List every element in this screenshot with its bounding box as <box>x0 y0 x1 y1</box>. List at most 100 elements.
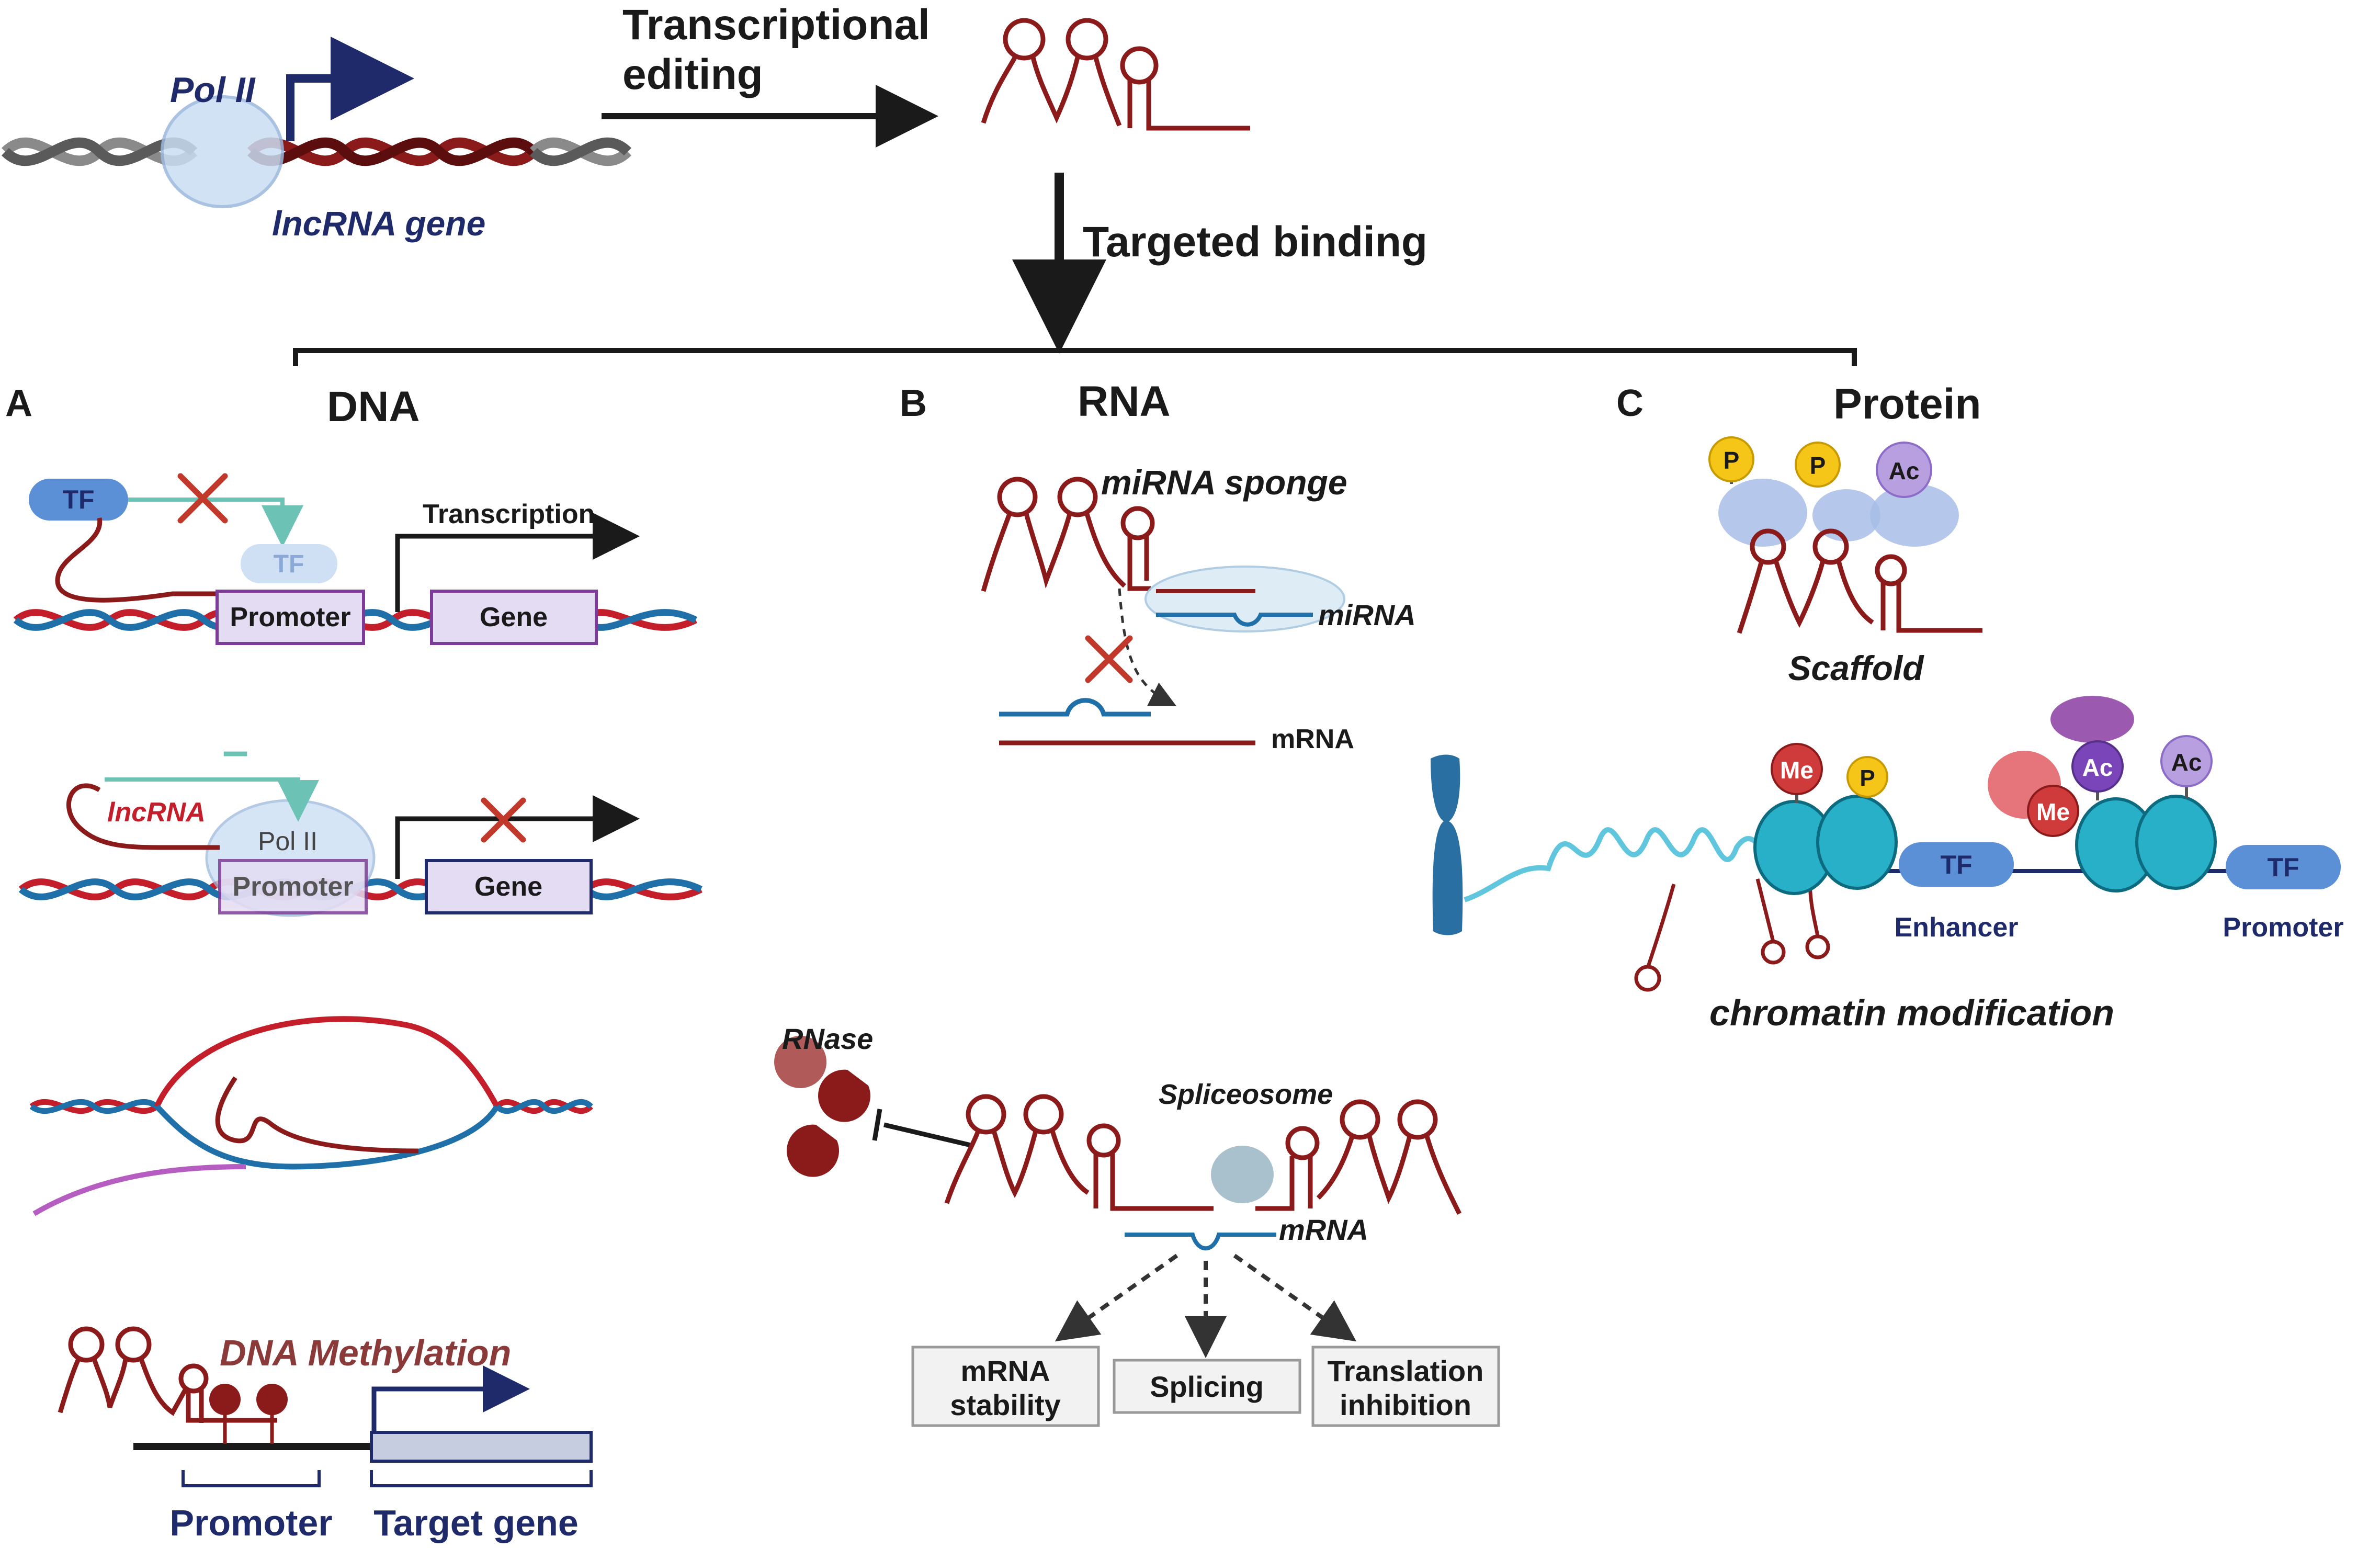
a4-target-gene-bar <box>370 1431 593 1463</box>
b1-cross-icon <box>1085 635 1133 683</box>
c1-p2-label: P <box>1810 452 1826 479</box>
b2-dash-arrow-left <box>1055 1253 1178 1342</box>
a1-teal-arrow <box>128 498 303 547</box>
b1-ago-complex <box>1144 566 1345 632</box>
pol2-enzyme <box>161 95 284 208</box>
c2-nucleosome-group-2 <box>2075 795 2217 892</box>
a2-cross-icon <box>481 797 526 843</box>
a1-gene-label: Gene <box>480 602 548 632</box>
a4-lncrna-hairpins <box>58 1326 277 1423</box>
a1-tf-faded-label: TF <box>274 550 304 578</box>
b1-lncrna-sponge <box>981 477 1155 592</box>
c2-lncrna-hairpin-1 <box>1634 965 1661 992</box>
tss-arrow <box>286 37 414 141</box>
a1-promoter-label: Promoter <box>230 602 350 632</box>
c2-tf1-label: TF <box>1940 850 1972 879</box>
a2-lncrna-label: lncRNA <box>107 797 206 828</box>
c1-p2-circle <box>1795 442 1841 488</box>
a2-pol2-label: Pol II <box>258 827 318 856</box>
lncrna-transcript-top <box>981 18 1250 131</box>
c2-me2-circle <box>2027 785 2079 837</box>
branch-bracket <box>293 348 1857 366</box>
c2-p3-label: P <box>1860 765 1875 791</box>
a1-tf-pill <box>29 479 128 521</box>
b2-inhibition-line <box>883 1122 974 1148</box>
b2-lncrna-left <box>944 1094 1214 1211</box>
b1-mrna-target <box>999 698 1255 745</box>
a1-gene-box <box>430 590 598 645</box>
c2-ac2-circle <box>2071 740 2124 793</box>
b2-dash-arrow-right <box>1233 1253 1357 1342</box>
a1-tf-label: TF <box>62 485 94 514</box>
c1-protein-blobs <box>1718 479 1959 547</box>
section-letter-b: B <box>900 382 927 424</box>
b2-spliceosome-label: Spliceosome <box>1159 1079 1333 1110</box>
b2-mrna-stability-line1: mRNA <box>960 1354 1050 1387</box>
a2-gene-label: Gene <box>474 872 542 902</box>
lncrna-gene-label: lncRNA gene <box>272 204 485 243</box>
b1-mirna-sponge-label: miRNA sponge <box>1101 463 1347 502</box>
a1-tf-faded-pill <box>241 544 337 583</box>
b2-translation-box <box>1311 1346 1500 1427</box>
a2-transcription-arrow <box>395 795 640 879</box>
c2-lncrna-hairpin-2 <box>1761 940 1786 965</box>
a3-r-loop <box>29 1016 593 1216</box>
b2-mrna-label: mRNA <box>1279 1213 1368 1246</box>
a4-tss-arrow <box>371 1365 530 1431</box>
b1-mrna-label: mRNA <box>1271 724 1354 754</box>
b2-mrna-stability-line2: stability <box>950 1388 1061 1421</box>
c1-ac-circle <box>1876 442 1932 498</box>
b2-spliceosome-icon <box>1211 1146 1274 1203</box>
section-title-rna: RNA <box>1078 378 1171 425</box>
c2-ac2-label: Ac <box>2082 754 2113 781</box>
a4-promoter-label: Promoter <box>169 1502 332 1543</box>
b2-mrna-strand <box>1125 1233 1276 1251</box>
a2-minus-sign: – <box>222 725 248 777</box>
a1-transcription-label: Transcription <box>423 499 595 529</box>
b2-rnase-icons <box>774 1035 871 1177</box>
b2-rnase-label: RNase <box>782 1022 873 1055</box>
a4-target-gene-bracket <box>370 1470 593 1487</box>
b2-mrna-stability-box <box>911 1346 1100 1427</box>
a4-dna-methylation-label: DNA Methylation <box>220 1332 511 1373</box>
top-dna-helix <box>1 137 632 166</box>
section-title-protein: Protein <box>1833 380 1981 428</box>
transcriptional-editing-label-line2: editing <box>622 51 763 98</box>
a2-promoter-label: Promoter <box>232 872 353 902</box>
c2-ac3-circle <box>2160 735 2213 787</box>
b2-translation-line2: inhibition <box>1340 1388 1471 1421</box>
a4-target-gene-label: Target gene <box>373 1502 579 1543</box>
section-title-dna: DNA <box>327 383 420 431</box>
c1-p1-label: P <box>1724 447 1740 474</box>
c2-me1-label: Me <box>1780 756 1814 784</box>
c2-reader-protein-purple <box>2050 696 2134 743</box>
c2-tf1-pill <box>1899 842 2014 887</box>
a2-gene-box <box>425 859 593 914</box>
a1-promoter-box <box>216 590 365 645</box>
c2-promoter-label: Promoter <box>2223 912 2343 943</box>
a2-lncrna-strand <box>66 783 220 850</box>
transcriptional-editing-label-line1: Transcriptional <box>622 1 930 49</box>
section-letter-a: A <box>5 382 32 424</box>
c1-lncrna-scaffold <box>1737 528 1982 634</box>
b2-lncrna-right <box>1255 1099 1462 1215</box>
c2-chromosome-icon <box>1431 754 1463 935</box>
a1-transcription-arrow <box>395 513 640 612</box>
c2-tf2-label: TF <box>2267 853 2299 882</box>
c2-lncrna-hairpin-3 <box>1805 934 1830 959</box>
c2-me2-label: Me <box>2036 798 2070 826</box>
a1-cross-icon <box>177 473 228 524</box>
a1-lncrna-tether <box>55 517 241 603</box>
b2-splicing-label: Splicing <box>1150 1370 1264 1403</box>
section-letter-c: C <box>1616 382 1644 424</box>
targeted-binding-label: Targeted binding <box>1083 218 1427 266</box>
b1-mirna-label: miRNA <box>1318 598 1416 631</box>
c2-me1-circle <box>1771 743 1823 795</box>
b2-splicing-box <box>1113 1359 1301 1414</box>
a2-promoter-box <box>218 859 368 914</box>
c2-ac3-label: Ac <box>2171 749 2202 776</box>
c2-tf2-pill <box>2226 845 2341 889</box>
pol2-label: Pol II <box>170 70 256 110</box>
